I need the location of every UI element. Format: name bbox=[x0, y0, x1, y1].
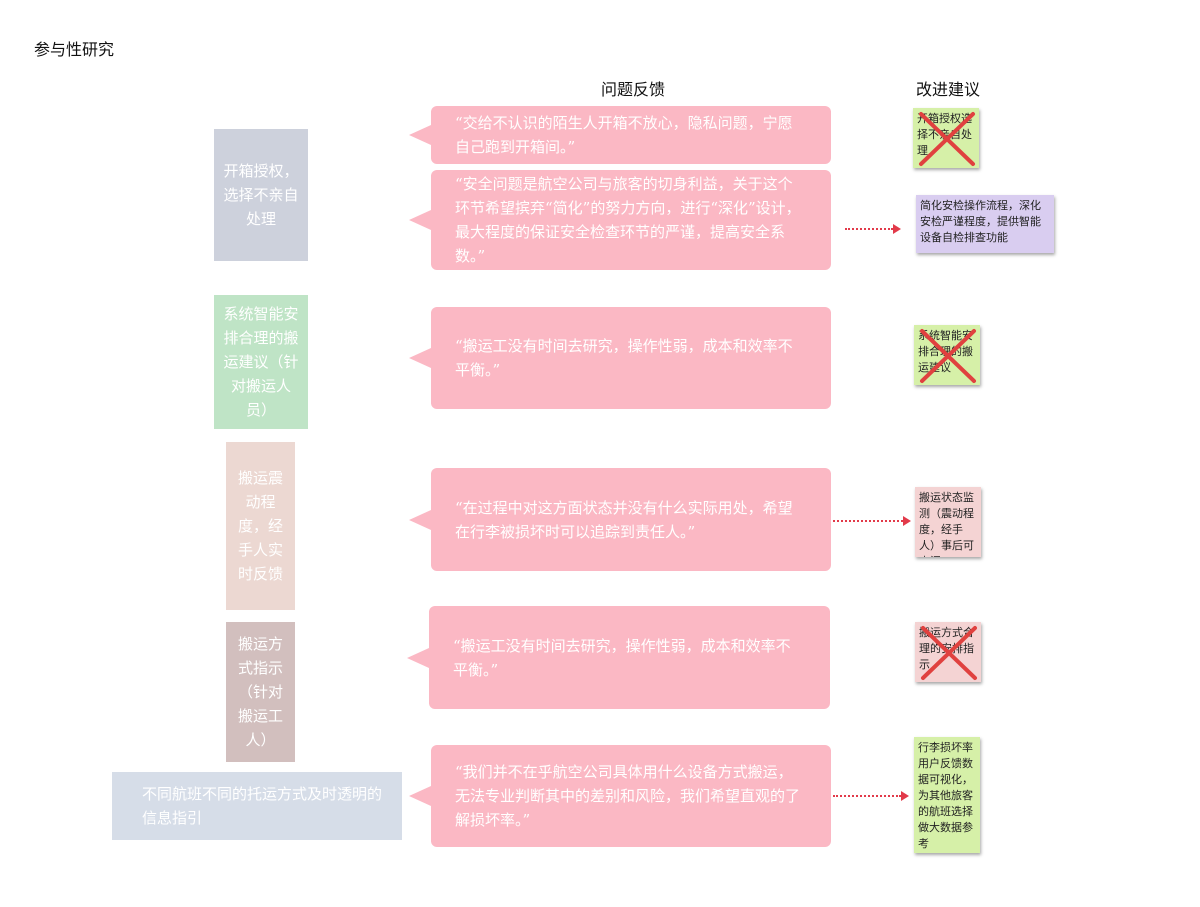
suggestion-column-header: 改进建议 bbox=[916, 80, 981, 99]
suggestion-text: 简化安检操作流程，深化安检严谨程度，提供智能设备自检排查功能 bbox=[920, 199, 1041, 244]
topic-box-flight-info: 不同航班不同的托运方式及时透明的信息指引 bbox=[112, 772, 402, 840]
topic-box-handling-instructions: 搬运方式指示（针对搬运工人） bbox=[226, 622, 295, 762]
topic-box-smart-handling: 系统智能安排合理的搬运建议（针对搬运人员） bbox=[214, 295, 308, 429]
suggestion-note-rejected: 开箱授权选择不亲自处理 bbox=[913, 108, 979, 168]
suggestion-text: 搬运方式合理的安排指示 bbox=[919, 626, 974, 671]
topic-label: 开箱授权，选择不亲自处理 bbox=[223, 162, 299, 228]
suggestion-text: 行李损坏率用户反馈数据可视化，为其他旅客的航班选择做大数据参考 bbox=[918, 741, 973, 850]
arrow-connector bbox=[845, 224, 901, 234]
feedback-bubble: “安全问题是航空公司与旅客的切身利益，关于这个环节希望摈弃“简化”的努力方向，进… bbox=[409, 170, 831, 270]
topic-box-vibration-feedback: 搬运震动程度，经手人实时反馈 bbox=[226, 442, 295, 610]
page-title: 参与性研究 bbox=[34, 40, 115, 59]
feedback-bubble: “我们并不在乎航空公司具体用什么设备方式搬运，无法专业判断其中的差别和风险，我们… bbox=[409, 745, 831, 847]
feedback-text: “安全问题是航空公司与旅客的切身利益，关于这个环节希望摈弃“简化”的努力方向，进… bbox=[455, 175, 801, 265]
feedback-text: “在过程中对这方面状态并没有什么实际用处，希望在行李被损坏时可以追踪到责任人。” bbox=[455, 498, 793, 541]
topic-label: 系统智能安排合理的搬运建议（针对搬运人员） bbox=[223, 305, 299, 419]
topic-box-open-authorization: 开箱授权，选择不亲自处理 bbox=[214, 129, 308, 261]
feedback-column-header: 问题反馈 bbox=[601, 80, 666, 99]
feedback-text: “搬运工没有时间去研究，操作性弱，成本和效率不平衡。” bbox=[455, 337, 793, 379]
suggestion-text: 系统智能安排合理的搬运建议 bbox=[918, 329, 973, 374]
suggestion-note-rejected: 系统智能安排合理的搬运建议 bbox=[914, 325, 980, 385]
suggestion-note: 行李损坏率用户反馈数据可视化，为其他旅客的航班选择做大数据参考 bbox=[914, 737, 980, 853]
topic-label: 搬运方式指示（针对搬运工人） bbox=[237, 635, 283, 749]
suggestion-note: 搬运状态监测（震动程度，经手人）事后可查阅 bbox=[915, 487, 981, 557]
feedback-bubble: “在过程中对这方面状态并没有什么实际用处，希望在行李被损坏时可以追踪到责任人。” bbox=[409, 468, 831, 571]
arrow-connector bbox=[833, 791, 909, 801]
topic-label: 搬运震动程度，经手人实时反馈 bbox=[237, 469, 283, 583]
suggestion-text: 开箱授权选择不亲自处理 bbox=[917, 112, 972, 157]
topic-label: 不同航班不同的托运方式及时透明的信息指引 bbox=[142, 785, 383, 827]
suggestion-note: 简化安检操作流程，深化安检严谨程度，提供智能设备自检排查功能 bbox=[916, 195, 1054, 253]
feedback-bubble: “交给不认识的陌生人开箱不放心，隐私问题，宁愿自己跑到开箱间。” bbox=[409, 106, 831, 164]
feedback-bubble: “搬运工没有时间去研究，操作性弱，成本和效率不平衡。” bbox=[407, 606, 830, 709]
suggestion-note-rejected: 搬运方式合理的安排指示 bbox=[915, 622, 981, 682]
feedback-bubble: “搬运工没有时间去研究，操作性弱，成本和效率不平衡。” bbox=[409, 307, 831, 409]
feedback-text: “交给不认识的陌生人开箱不放心，隐私问题，宁愿自己跑到开箱间。” bbox=[455, 114, 793, 156]
feedback-text: “我们并不在乎航空公司具体用什么设备方式搬运，无法专业判断其中的差别和风险，我们… bbox=[455, 763, 801, 829]
feedback-text: “搬运工没有时间去研究，操作性弱，成本和效率不平衡。” bbox=[453, 636, 791, 679]
suggestion-text: 搬运状态监测（震动程度，经手人）事后可查阅 bbox=[919, 491, 974, 557]
arrow-connector bbox=[833, 516, 911, 526]
